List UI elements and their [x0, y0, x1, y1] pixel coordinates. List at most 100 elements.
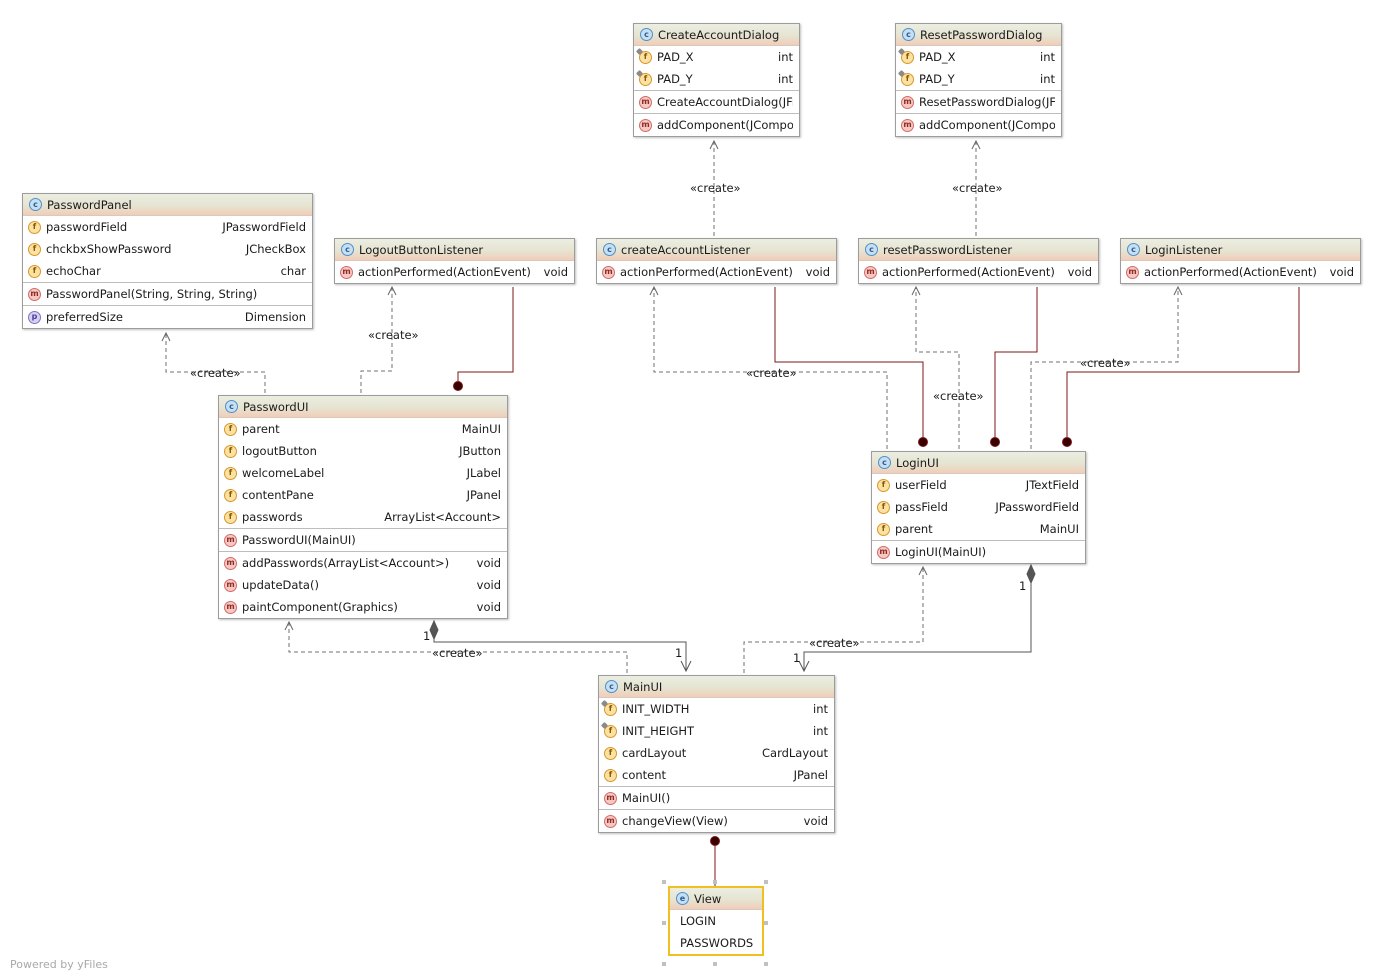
selection-handle[interactable]	[662, 962, 666, 966]
method-icon: m	[877, 545, 890, 559]
enum-constant-row[interactable]: PASSWORDS	[670, 932, 762, 954]
field-icon: f	[604, 746, 617, 760]
member-type: JCheckBox	[245, 242, 306, 256]
member-type: void	[803, 814, 828, 828]
edge-mainui-create-loginui	[743, 567, 923, 673]
member-type: JPasswordField	[995, 500, 1079, 514]
selection-handle[interactable]	[713, 880, 717, 884]
member-name: updateData()	[242, 578, 319, 592]
member-type: MainUI	[1039, 522, 1079, 536]
member-name: PasswordUI(MainUI)	[242, 533, 356, 547]
member-name: addComponent(JComponent)	[919, 118, 1055, 132]
method-icon: m	[224, 533, 237, 547]
member-type: JTextField	[1025, 478, 1079, 492]
field-icon: f	[604, 768, 617, 782]
multiplicity-mainui-left: 1	[675, 646, 683, 660]
edge-loginui-create-loginlistener	[1030, 287, 1178, 449]
label-create-passwordui: «create»	[432, 646, 483, 660]
edge-inner-resetlistener	[994, 287, 1038, 442]
label-create-createaccountdialog: «create»	[690, 181, 741, 195]
inner-dot-createlistener	[918, 437, 928, 447]
field-icon: f	[224, 488, 237, 502]
edge-passwordui-create-logoutlistener	[360, 287, 392, 393]
selection-handle[interactable]	[662, 921, 666, 925]
selection-handle[interactable]	[764, 962, 768, 966]
arrow-composition-mainui-left	[680, 660, 692, 673]
method-row[interactable]: m PasswordUI(MainUI)	[219, 528, 507, 551]
field-icon: f	[224, 510, 237, 524]
field-icon: f	[877, 522, 890, 536]
enum-constant-row[interactable]: LOGIN	[670, 910, 762, 932]
member-type: void	[476, 556, 501, 570]
member-name: passwordField	[46, 220, 128, 234]
member-name: chckbxShowPassword	[46, 242, 172, 256]
class-icon: c	[865, 243, 878, 256]
member-name: contentPane	[242, 488, 314, 502]
selection-handle[interactable]	[764, 921, 768, 925]
selection-handle[interactable]	[662, 880, 666, 884]
selection-handle[interactable]	[764, 880, 768, 884]
static-pin-icon	[635, 47, 644, 55]
member-name: passwords	[242, 510, 303, 524]
selection-handle[interactable]	[713, 962, 717, 966]
